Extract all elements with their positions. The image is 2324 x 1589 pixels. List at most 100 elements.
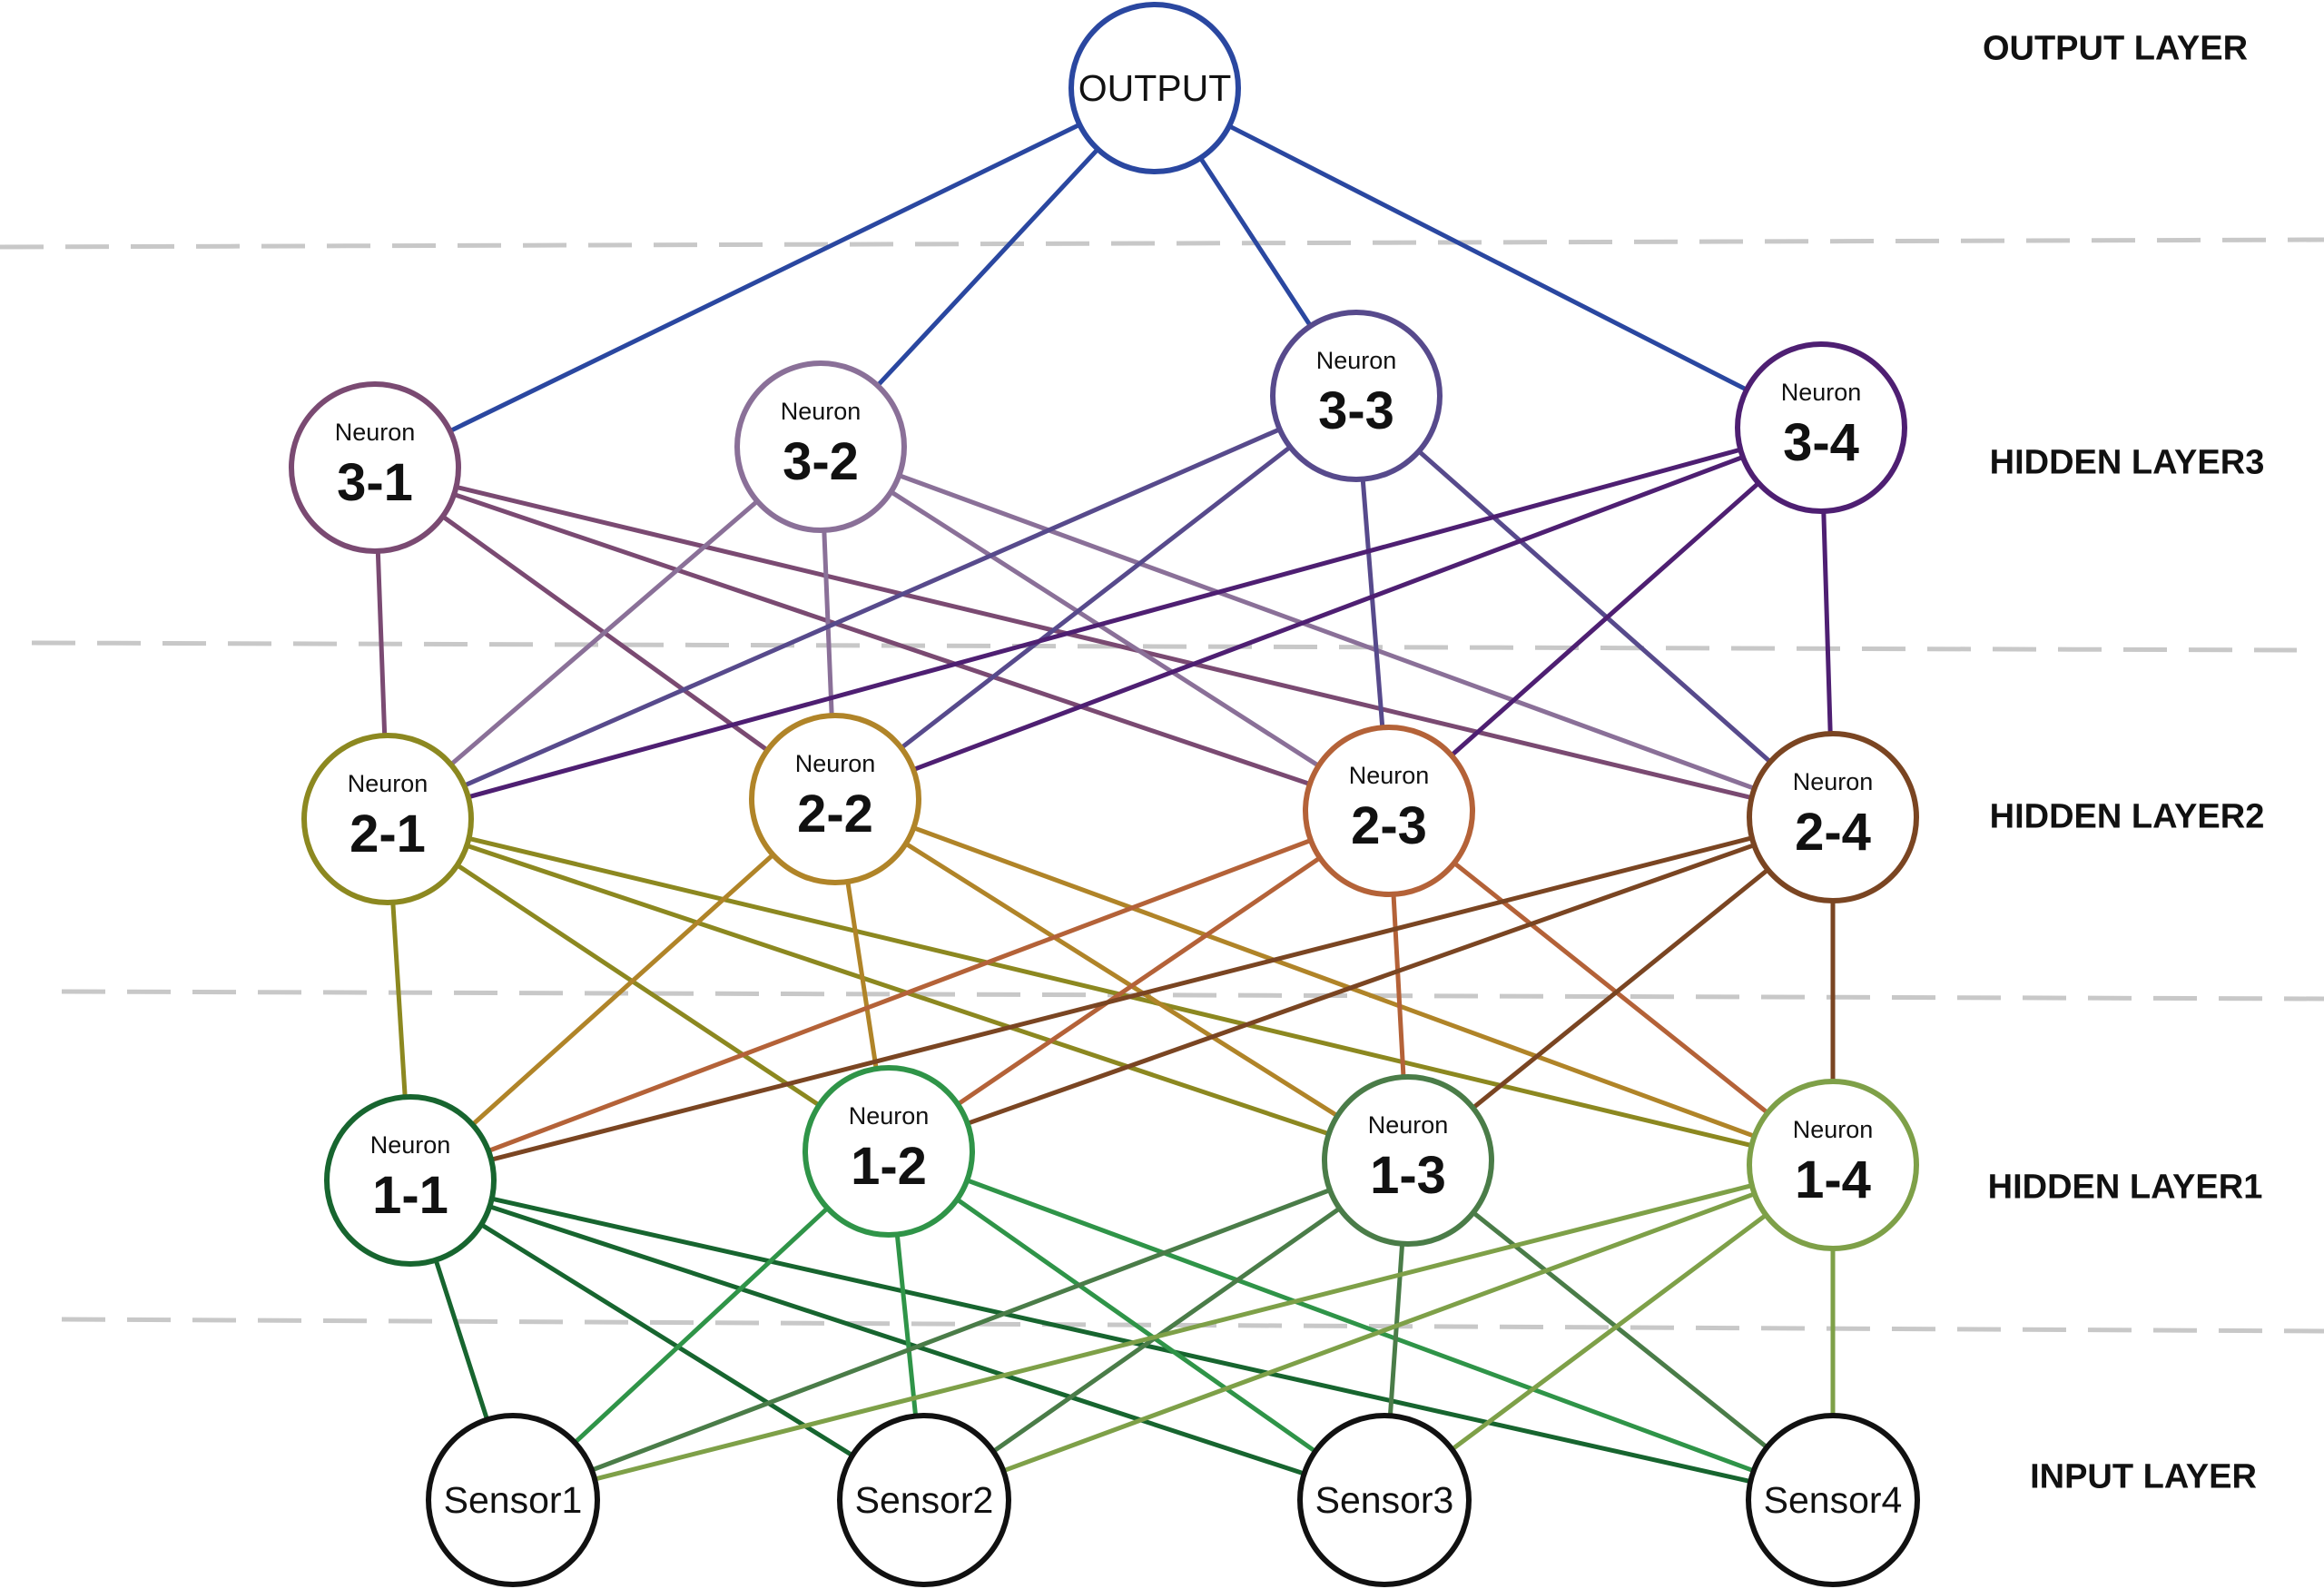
- node-circle: [734, 360, 907, 533]
- node-3-3: Neuron 3-3: [1270, 310, 1443, 482]
- edge-3-1-to-2-3: [451, 492, 1313, 786]
- node-main-label: 2-4: [1795, 803, 1871, 862]
- node-circle: [1303, 725, 1475, 897]
- node-2-1: Neuron 2-1: [301, 733, 474, 905]
- node-sub-label: Neuron: [370, 1131, 451, 1159]
- node-main-label: 2-1: [350, 804, 426, 864]
- node-circle: [1322, 1074, 1494, 1247]
- node-circle: [1747, 731, 1919, 903]
- edge-3-3-to-2-1: [461, 427, 1283, 788]
- edge-1-4-to-s1: [592, 1183, 1755, 1482]
- node-s2: Sensor2: [837, 1413, 1011, 1587]
- edge-2-4-to-1-2: [965, 843, 1757, 1126]
- node-circle: [803, 1065, 975, 1238]
- edge-1-2-to-s4: [964, 1178, 1757, 1474]
- edge-2-2-to-1-4: [911, 825, 1758, 1139]
- node-circle: [1735, 341, 1907, 514]
- hidden-layer3-label: HIDDEN LAYER3: [1989, 443, 2265, 482]
- node-circle: [324, 1094, 497, 1267]
- node-sub-label: Neuron: [1316, 347, 1397, 374]
- edge-2-2-to-1-1: [470, 852, 775, 1128]
- node-label: Sensor2: [855, 1479, 994, 1521]
- node-sub-label: Neuron: [849, 1102, 930, 1130]
- node-label: OUTPUT: [1078, 67, 1232, 109]
- edge-3-4-to-2-3: [1449, 480, 1761, 758]
- edge-2-3-to-1-3: [1391, 892, 1406, 1080]
- node-s4: Sensor4: [1746, 1413, 1920, 1587]
- output-layer-label: OUTPUT LAYER: [1982, 29, 2249, 68]
- layer-separator-3: [61, 989, 2324, 1002]
- node-main-label: 3-1: [337, 453, 413, 512]
- node-3-2: Neuron 3-2: [734, 360, 907, 533]
- edge-1-2-to-s3: [954, 1197, 1318, 1454]
- node-circle: [289, 381, 461, 554]
- node-main-label: 3-4: [1783, 413, 1859, 472]
- node-main-label: 3-2: [783, 432, 859, 491]
- edge-2-3-to-1-2: [955, 855, 1323, 1107]
- node-main-label: 3-3: [1318, 381, 1394, 440]
- edge-1-4-to-s2: [1000, 1191, 1758, 1474]
- node-label: Sensor4: [1764, 1479, 1903, 1521]
- node-s3: Sensor3: [1297, 1413, 1472, 1587]
- edge-2-1-to-1-3: [464, 843, 1332, 1137]
- node-circle: [1746, 1413, 1920, 1587]
- edge-3-4-to-2-4: [1821, 508, 1833, 736]
- edge-2-3-to-1-1: [486, 838, 1314, 1153]
- edge-2-2-to-1-3: [903, 841, 1340, 1119]
- node-out: OUTPUT: [1068, 2, 1241, 174]
- node-sub-label: Neuron: [1349, 762, 1430, 789]
- node-label: Sensor1: [444, 1479, 583, 1521]
- edge-2-1-to-1-4: [467, 835, 1754, 1149]
- node-sub-label: Neuron: [1793, 1116, 1874, 1143]
- edge-3-3-to-2-3: [1360, 477, 1385, 730]
- edge-2-2-to-1-2: [845, 879, 879, 1071]
- edge-2-4-to-1-1: [488, 835, 1755, 1162]
- node-main-label: 2-2: [797, 785, 873, 844]
- node-3-1: Neuron 3-1: [289, 381, 461, 554]
- node-main-label: 1-3: [1370, 1146, 1446, 1205]
- node-sub-label: Neuron: [781, 398, 862, 425]
- edge-1-2-to-s1: [572, 1206, 830, 1446]
- node-circle: [1270, 310, 1443, 482]
- edge-1-1-to-s1: [433, 1258, 490, 1422]
- node-main-label: 1-2: [851, 1137, 927, 1196]
- node-circle: [301, 733, 474, 905]
- node-sub-label: Neuron: [1781, 379, 1862, 406]
- node-1-1: Neuron 1-1: [324, 1094, 497, 1267]
- edge-3-2-to-2-4: [896, 473, 1758, 791]
- edge-1-3-to-s2: [990, 1206, 1343, 1455]
- node-circle: [1068, 2, 1241, 174]
- edge-2-1-to-1-2: [455, 863, 822, 1108]
- edge-1-1-to-s4: [489, 1196, 1753, 1485]
- node-3-4: Neuron 3-4: [1735, 341, 1907, 514]
- edge-1-4-to-s3: [1450, 1212, 1768, 1452]
- node-sub-label: Neuron: [335, 419, 416, 446]
- edge-3-3-to-2-2: [899, 444, 1293, 751]
- node-circle: [1297, 1413, 1472, 1587]
- edge-3-2-to-2-2: [822, 528, 834, 718]
- node-circle: [749, 713, 921, 885]
- hidden-layer2-label: HIDDEN LAYER2: [1989, 797, 2265, 836]
- node-main-label: 1-4: [1795, 1150, 1871, 1209]
- node-1-4: Neuron 1-4: [1747, 1079, 1919, 1251]
- node-circle: [426, 1413, 600, 1587]
- edge-1-2-to-s2: [894, 1232, 919, 1418]
- node-2-2: Neuron 2-2: [749, 713, 921, 885]
- edge-out-to-3-4: [1226, 123, 1749, 392]
- edge-out-to-3-1: [448, 122, 1082, 434]
- edge-out-to-3-2: [875, 146, 1100, 389]
- node-sub-label: Neuron: [348, 770, 428, 797]
- edge-1-1-to-s2: [478, 1222, 855, 1458]
- node-main-label: 1-1: [372, 1166, 448, 1225]
- layer-separator-1: [0, 237, 2324, 250]
- edge-1-3-to-s1: [589, 1188, 1333, 1473]
- node-sub-label: Neuron: [795, 750, 876, 777]
- edge-3-1-to-2-1: [375, 548, 388, 738]
- edge-3-4-to-2-2: [911, 454, 1746, 773]
- edge-1-1-to-s3: [487, 1204, 1307, 1476]
- node-circle: [1747, 1079, 1919, 1251]
